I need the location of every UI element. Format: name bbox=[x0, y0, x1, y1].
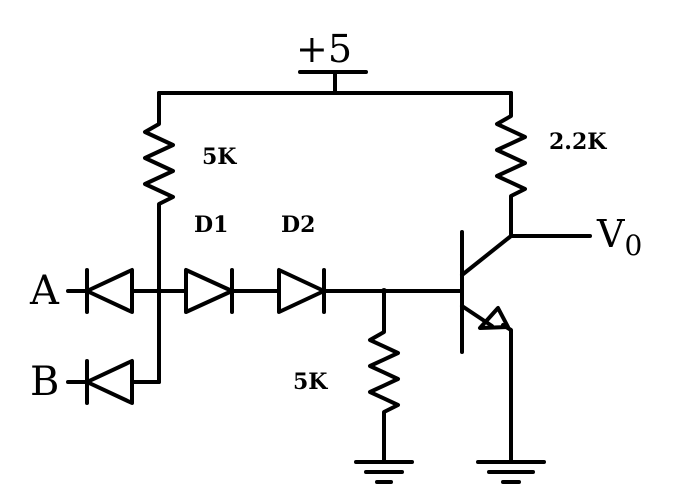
supply-label: +5 bbox=[296, 27, 352, 71]
junction-dot-base bbox=[381, 288, 387, 294]
ground-symbol-left bbox=[354, 460, 414, 484]
input-b-diode bbox=[85, 359, 134, 405]
diode-d2 bbox=[277, 268, 326, 314]
output-label: V0 bbox=[596, 212, 642, 262]
input-a-label: A bbox=[29, 268, 60, 314]
collector-resistor bbox=[495, 91, 527, 238]
base-resistor-label: 5K bbox=[293, 369, 328, 395]
base-resistor bbox=[368, 289, 400, 464]
input-a-diode bbox=[85, 268, 134, 314]
collector-resistor-label: 2.2K bbox=[549, 129, 607, 155]
junction-dot-input bbox=[156, 288, 162, 294]
output-label-sub: 0 bbox=[624, 229, 642, 262]
input-b-label: B bbox=[30, 359, 59, 405]
ground-symbol-right bbox=[476, 460, 546, 484]
diode-d2-label: D2 bbox=[281, 212, 315, 238]
output-label-main: V bbox=[596, 212, 625, 256]
input-resistor bbox=[143, 91, 175, 384]
npn-transistor bbox=[460, 230, 513, 464]
diode-d1-label: D1 bbox=[194, 212, 228, 238]
supply-terminal bbox=[298, 70, 368, 95]
input-resistor-label: 5K bbox=[202, 144, 237, 170]
diode-d1 bbox=[184, 268, 234, 314]
